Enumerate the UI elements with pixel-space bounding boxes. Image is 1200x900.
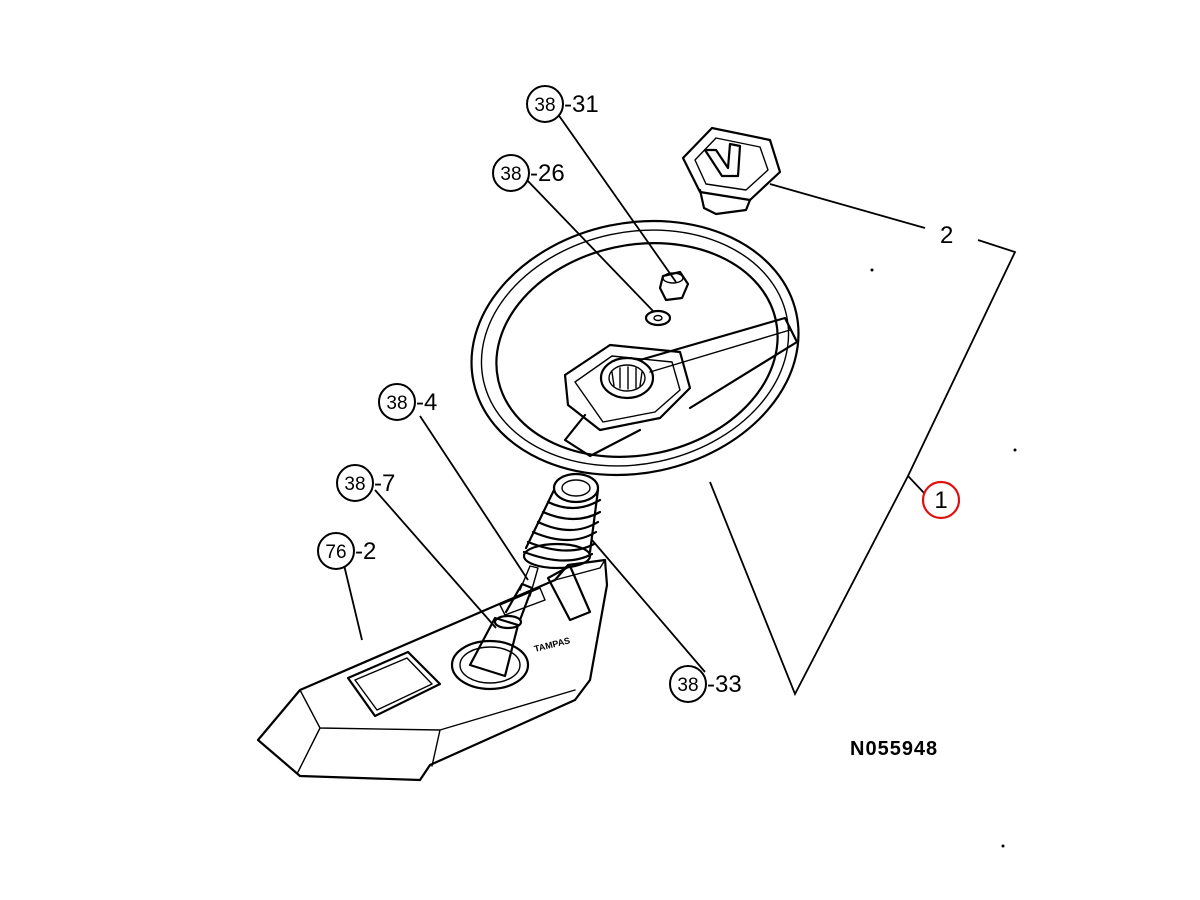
steering-wheel	[470, 219, 800, 477]
callout-38-26: 38 -26	[492, 154, 565, 192]
callout-76-2: 76 -2	[317, 532, 376, 570]
reference-number: N055948	[850, 738, 938, 760]
steering-console: TAMPAS	[256, 558, 609, 782]
callout-38-26-suffix: -26	[530, 160, 565, 187]
callout-38-33-num: 38	[677, 675, 698, 696]
callout-38-33-suffix: -33	[707, 671, 742, 698]
steering-shaft	[468, 565, 539, 678]
callout-38-4-suffix: -4	[416, 389, 437, 416]
callout-38-33: 38 -33	[669, 665, 742, 703]
console-panel-label: TAMPAS	[533, 635, 571, 654]
callout-38-31-num: 38	[534, 95, 555, 116]
callout-item-1-label: 1	[934, 487, 947, 514]
callout-38-7: 38 -7	[336, 464, 395, 502]
callout-76-2-suffix: -2	[355, 538, 376, 565]
callout-76-2-num: 76	[325, 542, 346, 563]
steering-wheel-cap	[681, 126, 782, 216]
callout-item-2-label: 2	[940, 222, 953, 249]
leader-lines	[343, 109, 1017, 697]
callout-38-31-suffix: -31	[564, 91, 599, 118]
callout-38-7-suffix: -7	[374, 470, 395, 497]
callout-38-4: 38 -4	[378, 383, 437, 421]
bellows-boot	[522, 472, 602, 570]
callout-38-26-num: 38	[500, 164, 521, 185]
highlight-circle	[921, 480, 961, 520]
scan-specks	[870, 268, 1017, 848]
callout-item-1: 1	[921, 480, 961, 520]
callout-item-2: 2	[940, 222, 953, 249]
callout-38-31: 38 -31	[526, 85, 599, 123]
callout-38-4-num: 38	[386, 393, 407, 414]
callout-38-7-num: 38	[344, 474, 365, 495]
